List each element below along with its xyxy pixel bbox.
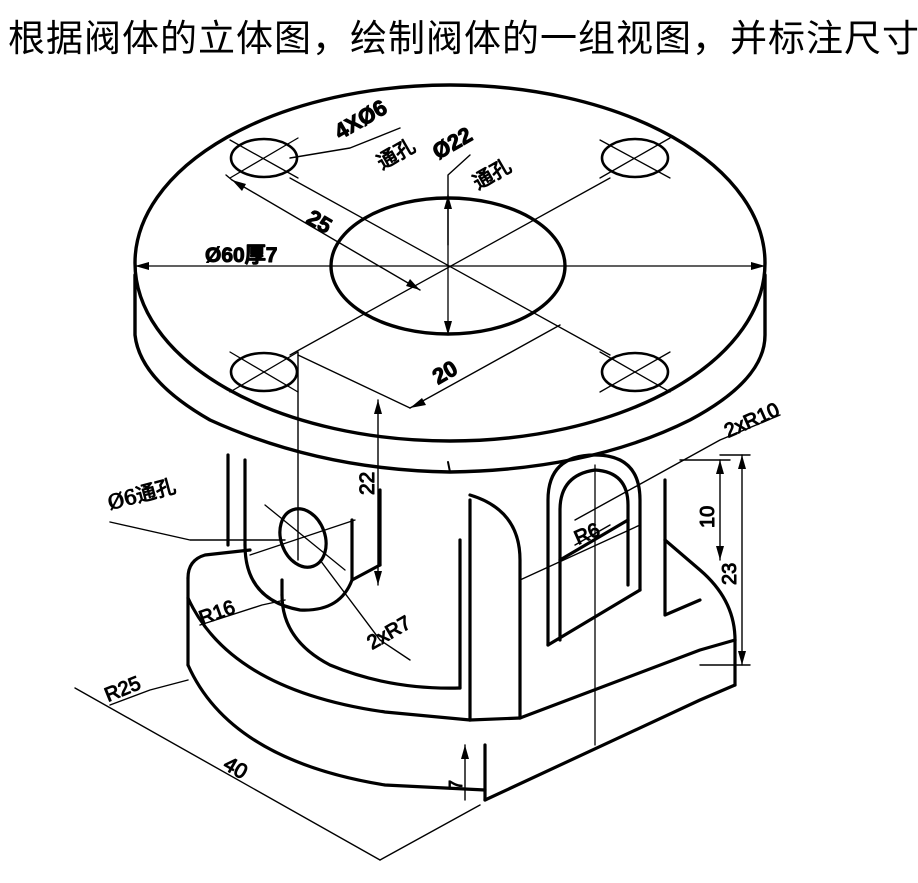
center-lines <box>134 137 766 746</box>
dim-22-height: 22 <box>356 472 379 495</box>
dim-o60-thickness-7: Ø60厚7 <box>205 244 277 267</box>
dim-through-hole-a: 通孔 <box>373 134 420 175</box>
dim-r16: R16 <box>196 596 238 629</box>
bolt-holes <box>229 137 670 393</box>
dim-25: 25 <box>303 205 337 239</box>
dim-7: 7 <box>446 780 466 790</box>
dim-o6-through-hole: Ø6通孔 <box>105 474 178 515</box>
base-plate <box>186 548 522 802</box>
side-lug <box>226 453 462 690</box>
dim-2xr10: 2xR10 <box>721 399 783 443</box>
dim-40: 40 <box>220 752 252 784</box>
dim-4xo6: 4XØ6 <box>330 95 391 145</box>
dim-20: 20 <box>428 355 462 389</box>
instruction-text: 根据阀体的立体图，绘制阀体的一组视图，并标注尺寸。 <box>8 17 918 60</box>
dim-o22: Ø22 <box>428 122 477 164</box>
dim-2xr7: 2xR7 <box>364 612 415 654</box>
dim-10: 10 <box>697 506 719 528</box>
dim-r25: R25 <box>102 672 144 706</box>
dim-through-hole-b: 通孔 <box>469 154 516 195</box>
top-flange <box>133 83 767 474</box>
lower-block <box>458 453 737 802</box>
dim-23: 23 <box>719 563 741 585</box>
dimension-arrows <box>135 180 765 759</box>
dimension-lines <box>74 127 781 861</box>
